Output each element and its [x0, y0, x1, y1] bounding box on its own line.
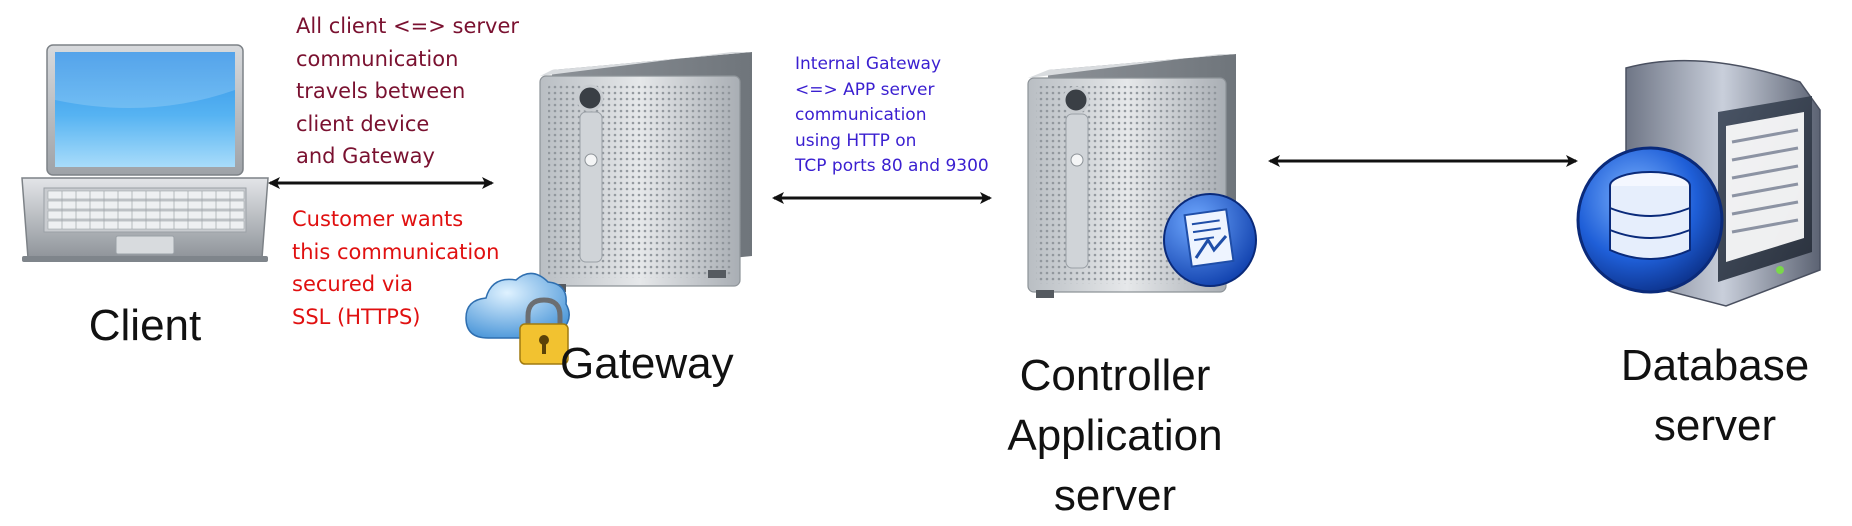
- note-line: All client <=> server: [296, 14, 520, 38]
- database-label-line-2: server: [1653, 401, 1777, 450]
- gateway-server-icon: [539, 52, 752, 292]
- controller-label: Controller Application server: [990, 346, 1240, 526]
- database-label-line-1: Database: [1620, 341, 1810, 390]
- note-line: using HTTP on: [795, 130, 917, 151]
- application-badge-icon: [1163, 193, 1257, 287]
- note-line: this communication: [292, 239, 500, 264]
- controller-label-line-1: Controller: [1019, 351, 1211, 400]
- controller-label-line-3: server: [1053, 471, 1177, 520]
- cloud-lock-icon: [465, 272, 570, 365]
- note-line: SSL (HTTPS): [292, 304, 421, 329]
- internal-communication-note: Internal Gateway <=> APP server communic…: [795, 52, 989, 180]
- note-line: Internal Gateway: [795, 54, 942, 74]
- gateway-label: Gateway: [560, 339, 734, 388]
- database-cylinder-icon: [1576, 146, 1724, 294]
- note-line: client device: [296, 111, 430, 136]
- note-line: communication: [296, 46, 459, 71]
- note-line: travels between: [296, 79, 466, 103]
- security-note: Customer wants this communication secure…: [292, 203, 499, 333]
- note-line: <=> APP server: [795, 79, 935, 100]
- client-gateway-note: All client <=> server communication trav…: [296, 10, 519, 173]
- note-line: TCP ports 80 and 9300: [795, 156, 989, 176]
- client-label: Client: [88, 301, 202, 350]
- note-line: and Gateway: [296, 144, 435, 168]
- note-line: communication: [795, 105, 927, 125]
- database-label: Database server: [1600, 336, 1830, 456]
- note-line: Customer wants: [292, 207, 464, 231]
- laptop-icon: [21, 44, 269, 262]
- controller-label-line-2: Application: [1007, 411, 1223, 460]
- note-line: secured via: [292, 272, 413, 296]
